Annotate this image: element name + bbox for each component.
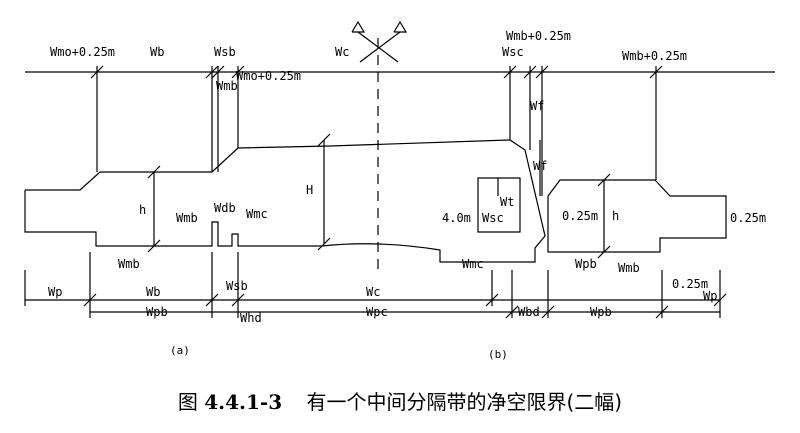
- label-wf-upper: Wf: [530, 99, 544, 113]
- axis-cross-2: [359, 31, 401, 63]
- axis-triangle-right: [393, 20, 408, 33]
- label-wmo-b: Wmo+0.25m: [236, 69, 301, 83]
- caption-text: 有一个中间分隔带的净空限界(二幅): [306, 390, 623, 414]
- axis-triangle-left: [351, 20, 366, 33]
- label-h-right: h: [612, 209, 619, 223]
- caption-number: 4.4.1-3: [204, 390, 283, 414]
- label-wb-top: Wb: [150, 45, 164, 59]
- label-wmb-low-right: Wmb: [618, 261, 640, 275]
- label-wpc: Wpc: [366, 305, 388, 319]
- label-wsb-bot: Wsb: [226, 279, 248, 293]
- label-h-left: h: [139, 203, 146, 217]
- label-wsb-top: Wsb: [214, 45, 236, 59]
- label-wmb-low-left: Wmb: [118, 257, 140, 271]
- label-wdb: Wdb: [214, 201, 236, 215]
- diagram-canvas: Wmo+0.25m Wb Wsb Wmb Wmo+0.25m Wc Wmb+0.…: [24, 20, 775, 361]
- label-wt: Wt: [500, 195, 514, 209]
- bottom-tick-marks: [83, 293, 727, 319]
- label-wc-top: Wc: [335, 45, 349, 59]
- label-wpb-low: Wpb: [575, 257, 597, 271]
- label-sub-a: (a): [170, 344, 190, 357]
- label-4m: 4.0m: [442, 211, 471, 225]
- label-025-mid: 0.25m: [562, 209, 598, 223]
- tick-marks: [90, 65, 663, 259]
- label-wmc-left: Wmc: [246, 207, 268, 221]
- label-wc-bot: Wc: [366, 285, 380, 299]
- label-wpb-left: Wpb: [146, 305, 168, 319]
- label-025-low: 0.25m: [672, 277, 708, 291]
- label-wmb-top: Wmb: [216, 79, 238, 93]
- label-wpb-right: Wpb: [590, 305, 612, 319]
- label-wmb-mid: Wmb: [176, 211, 198, 225]
- axis-cross-1: [357, 31, 399, 63]
- label-whd: Whd: [240, 311, 262, 325]
- figure-caption: 图 4.4.1-3 有一个中间分隔带的净空限界(二幅): [0, 386, 800, 415]
- label-wf-lower: Wf: [533, 159, 547, 173]
- label-sub-b: (b): [488, 348, 508, 361]
- label-wp-right: Wp: [703, 289, 717, 303]
- label-wsc-mid: Wsc: [482, 211, 504, 225]
- label-wbd: Wbd: [518, 305, 540, 319]
- label-wsc-top: Wsc: [502, 45, 524, 59]
- label-025-right: 0.25m: [730, 211, 766, 225]
- curb-box: [477, 177, 521, 233]
- label-H: H: [306, 183, 313, 197]
- label-wmb-b: Wmb+0.25m: [506, 29, 571, 43]
- label-wb-bot: Wb: [146, 285, 160, 299]
- caption-prefix: 图: [177, 390, 198, 414]
- label-wmb-c: Wmb+0.25m: [622, 49, 687, 63]
- left-clearance-top: [25, 139, 546, 263]
- label-wmc-low: Wmc: [462, 257, 484, 271]
- label-wp-left: Wp: [48, 285, 62, 299]
- label-wmo-a: Wmo+0.25m: [50, 45, 115, 59]
- left-clearance-outline: [24, 190, 510, 263]
